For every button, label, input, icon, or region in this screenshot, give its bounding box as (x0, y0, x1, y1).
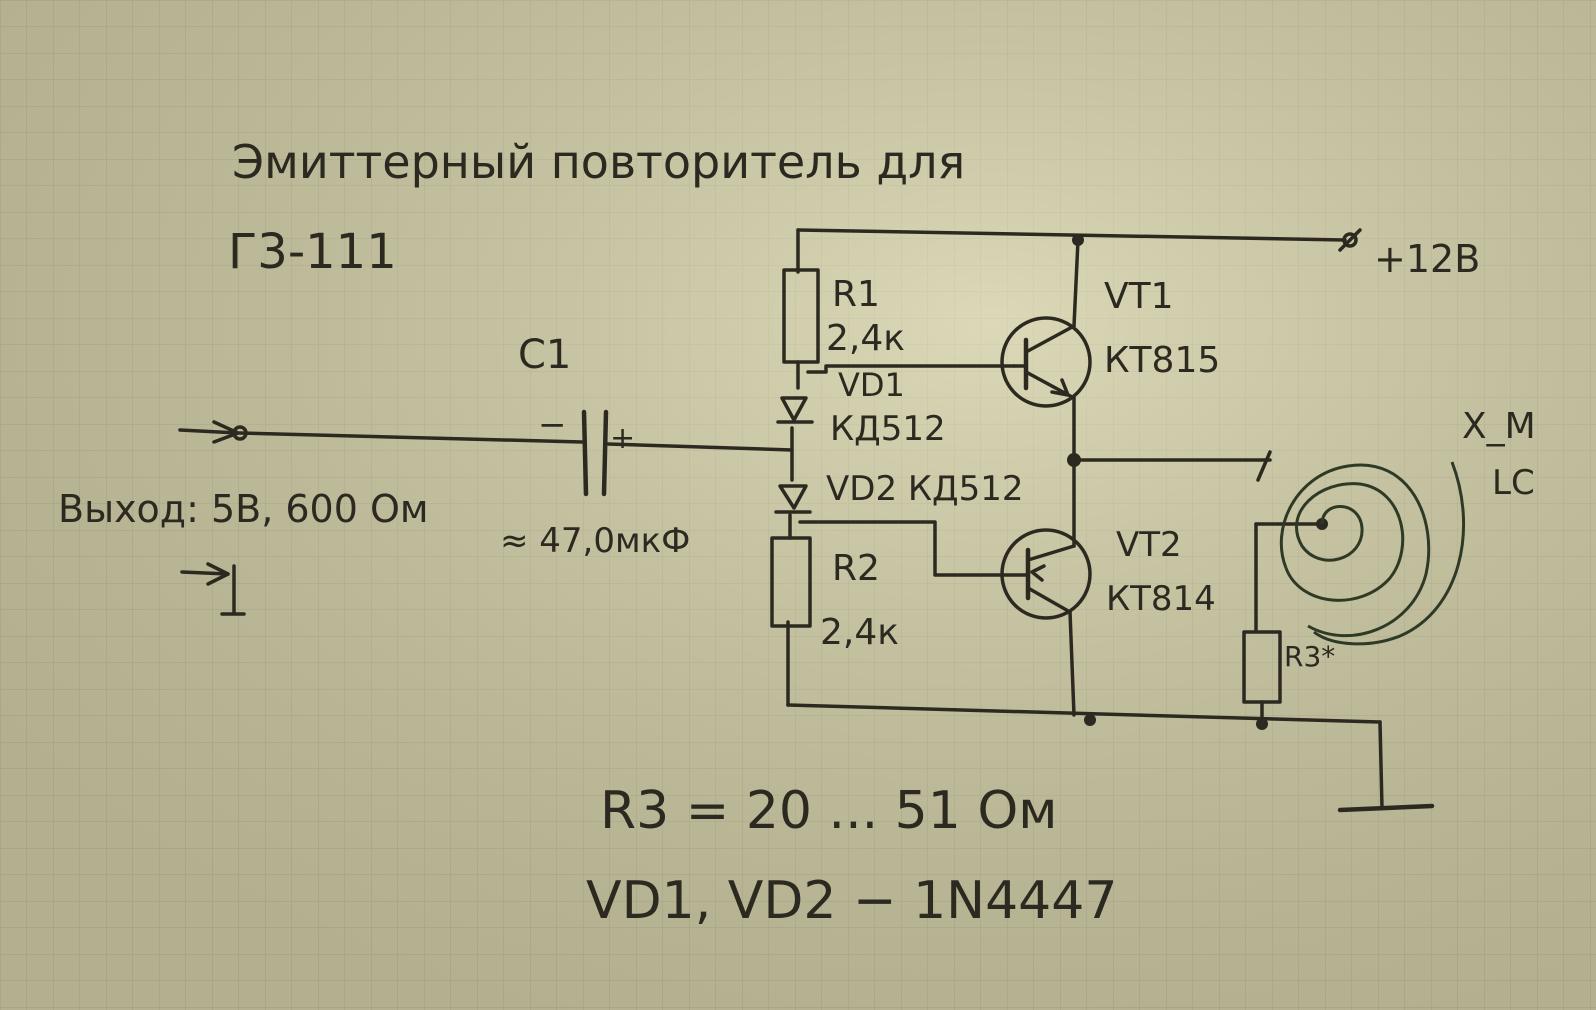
vt1-name-label: VT1 (1104, 276, 1174, 317)
junction-supply (1072, 234, 1084, 246)
wire-input (238, 431, 584, 444)
c1-label: C1 (518, 332, 571, 378)
input-terminal-icon (178, 420, 248, 444)
r3-resistor-body (1242, 630, 1282, 704)
wire-supply-rail (796, 228, 1347, 242)
wire-vt2-collector (1068, 610, 1076, 717)
vt2-name-label: VT2 (1116, 525, 1182, 565)
junction-emitter (1067, 453, 1081, 467)
wires (238, 228, 1435, 813)
vt2-transistor-icon (1000, 528, 1092, 620)
title-line-2: Г3-111 (228, 224, 397, 280)
c1-value-label: ≈ 47,0мкФ (500, 521, 690, 561)
c1-capacitor-icon (581, 409, 609, 497)
r3-name-label: R3* (1284, 640, 1335, 673)
vd2-label: VD2 КД512 (826, 469, 1023, 509)
supply-terminal-icon (1338, 228, 1362, 252)
r1-resistor-body (782, 268, 820, 364)
wire-vt2-base (798, 520, 1018, 577)
r1-name-label: R1 (832, 274, 880, 315)
note-r3-value: R3 = 20 ... 51 Ом (600, 781, 1058, 841)
wire-ground-drop (1378, 720, 1384, 810)
vd1-type-label: КД512 (830, 409, 946, 449)
c1-minus-label: − (538, 405, 567, 445)
ground-symbol (1337, 803, 1435, 813)
vt1-transistor-icon (1000, 316, 1092, 408)
ground-input-terminal-icon (180, 562, 246, 616)
wire-vt1-collector (1072, 238, 1080, 328)
wire-output-tick (1256, 450, 1272, 482)
r2-name-label: R2 (832, 548, 880, 589)
wire-c1-to-node (606, 442, 794, 452)
coil-label-line-2: LC (1492, 463, 1535, 503)
coil-spiral-icon (1279, 461, 1465, 646)
r1-value-label: 2,4к (826, 318, 905, 359)
wire-ground-bus (786, 703, 1382, 724)
supply-label: +12В (1374, 237, 1480, 281)
vt2-type-label: КТ814 (1106, 579, 1216, 619)
input-label: Выход: 5В, 600 Ом (58, 487, 429, 531)
wire-vt1-base (806, 364, 1016, 374)
r2-resistor-body (770, 536, 812, 628)
note-diodes: VD1, VD2 − 1N4447 (586, 871, 1117, 931)
coil-label-line-1: X_M (1462, 406, 1536, 447)
vt1-type-label: КТ815 (1104, 340, 1220, 381)
vd2-diode-icon (774, 484, 812, 514)
title-line-1: Эмиттерный повторитель для (232, 135, 965, 189)
junction-ground-2 (1256, 718, 1268, 730)
vd1-name-label: VD1 (838, 366, 905, 404)
junction-ground-1 (1084, 714, 1096, 726)
vd1-diode-icon (776, 396, 814, 424)
r2-value-label: 2,4к (820, 612, 899, 653)
c1-plus-label: + (610, 421, 635, 456)
